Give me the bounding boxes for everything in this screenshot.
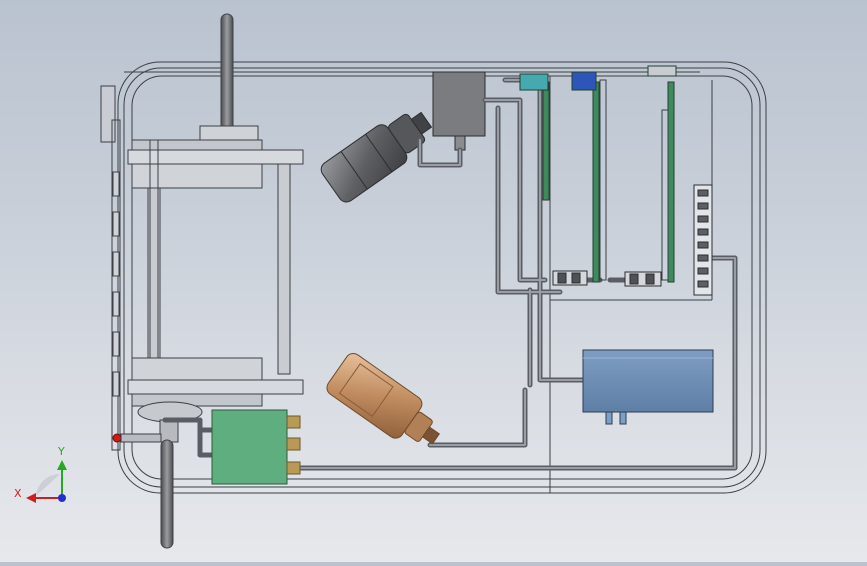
z-axis-dot: [58, 494, 66, 502]
gray-motor[interactable]: [318, 101, 439, 205]
x-axis-label: X: [14, 487, 22, 500]
side-panel: [100, 85, 121, 451]
y-axis-label: Y: [57, 445, 65, 458]
board-connectors: [552, 270, 662, 287]
terminal-block[interactable]: [693, 184, 713, 296]
bronze-cylinder-sensor[interactable]: [324, 350, 450, 458]
blue-controller-box[interactable]: [582, 349, 714, 425]
green-valve-manifold[interactable]: [211, 409, 301, 485]
junction-box[interactable]: [432, 71, 486, 151]
circuit-boards[interactable]: [519, 65, 677, 283]
coordinate-triad: Y X: [14, 445, 67, 503]
enclosure-outline[interactable]: [117, 61, 767, 494]
press-frame-assembly[interactable]: [112, 13, 304, 549]
